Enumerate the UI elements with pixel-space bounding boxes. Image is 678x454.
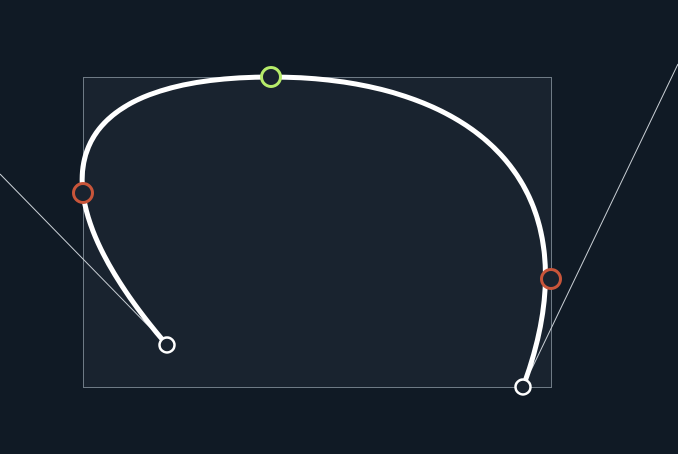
control-handle-line-start: [0, 173, 168, 346]
selected-point-top[interactable]: [260, 66, 282, 88]
curve-bounding-box: [83, 77, 552, 388]
extremum-point-right[interactable]: [540, 268, 562, 290]
curve-endpoint-end[interactable]: [514, 378, 532, 396]
curve-endpoint-start[interactable]: [158, 336, 176, 354]
extremum-point-left[interactable]: [72, 182, 94, 204]
control-handle-line-end: [522, 63, 678, 388]
